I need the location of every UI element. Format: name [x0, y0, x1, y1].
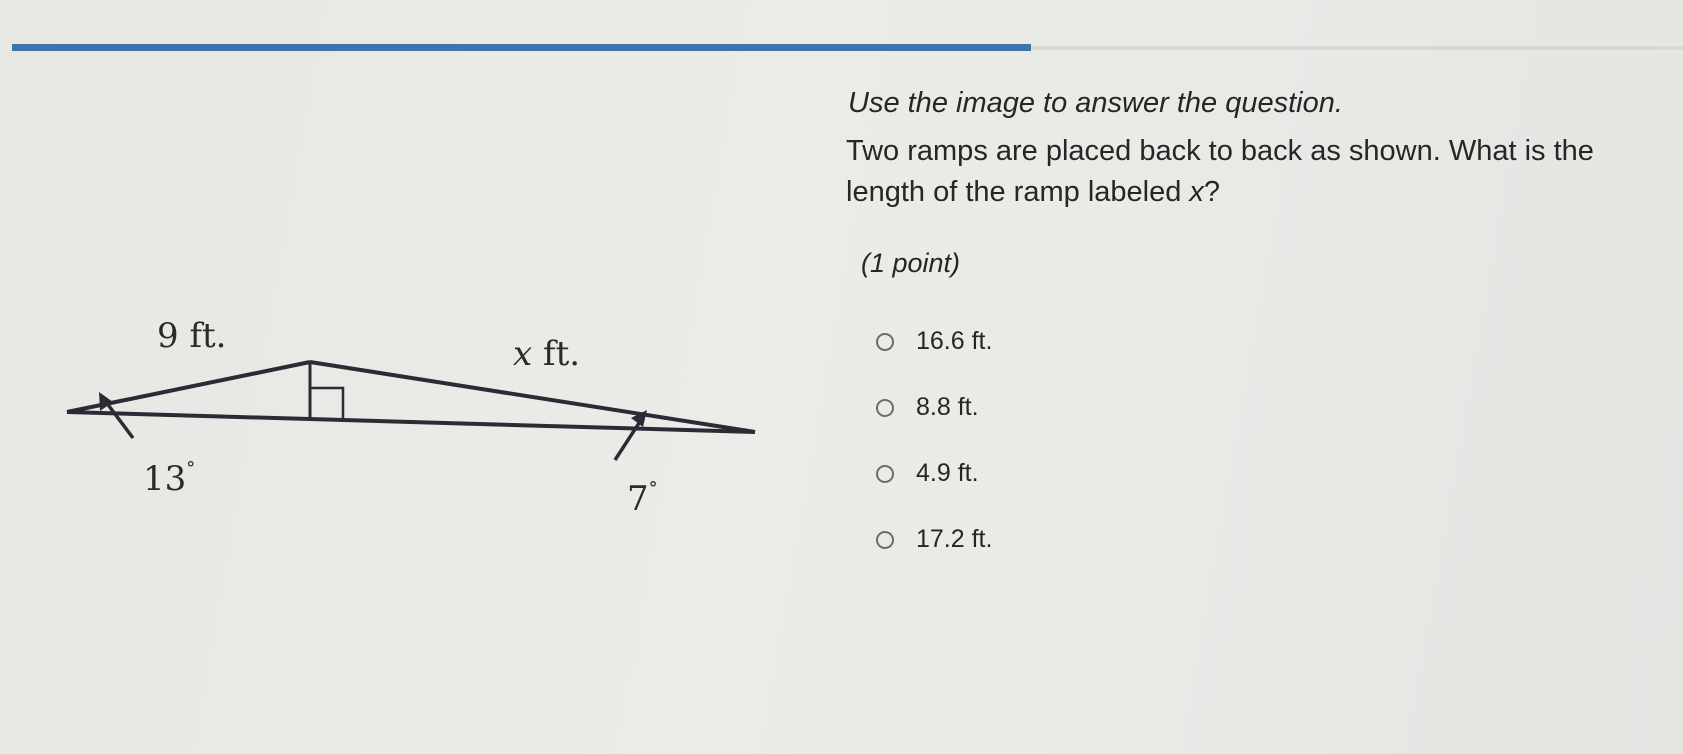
question-text-end: ?: [1203, 176, 1221, 208]
answer-option-3[interactable]: 4.9 ft.: [876, 459, 979, 488]
right-angle-arrow: [613, 410, 647, 461]
radio-button-icon[interactable]: [876, 464, 894, 483]
ramp-diagram: 9 ft. x ft. 13° 7°: [66, 316, 756, 519]
answer-option-2[interactable]: 8.8 ft.: [876, 393, 979, 422]
right-side-label-variable: x: [513, 334, 532, 374]
right-side-label: x ft.: [513, 334, 580, 374]
left-side-label: 9 ft.: [157, 316, 227, 356]
ground-line: [66, 410, 756, 434]
left-angle-degree: °: [186, 458, 195, 479]
question-text-start: Two ramps are placed back to back as sho…: [846, 135, 1594, 208]
answer-option-4[interactable]: 17.2 ft.: [876, 525, 992, 554]
answer-option-label: 16.6 ft.: [916, 327, 993, 355]
answer-option-1[interactable]: 16.6 ft.: [876, 327, 992, 356]
progress-bar-fill: [12, 44, 1032, 51]
radio-button-icon[interactable]: [876, 332, 894, 351]
answer-option-label: 4.9 ft.: [916, 459, 979, 487]
right-angle-value: 7: [627, 479, 649, 519]
right-angle-label: 7°: [627, 478, 658, 519]
right-angle-marker: [310, 386, 345, 420]
answer-option-label: 17.2 ft.: [916, 525, 993, 553]
right-side-label-unit: ft.: [532, 334, 580, 374]
question-variable: x: [1189, 176, 1204, 208]
right-angle-degree: °: [649, 478, 658, 499]
radio-button-icon[interactable]: [876, 530, 894, 549]
ramp-figure: 9 ft. x ft. 13° 7°: [55, 316, 775, 570]
question-text: Two ramps are placed back to back as sho…: [846, 131, 1606, 213]
left-angle-label: 13°: [143, 458, 195, 499]
answer-option-label: 8.8 ft.: [916, 393, 979, 421]
question-instruction: Use the image to answer the question.: [848, 87, 1343, 119]
right-ramp-line: [309, 360, 756, 434]
points-label: (1 point): [861, 248, 961, 278]
left-angle-arrow: [99, 392, 135, 440]
left-angle-value: 13: [143, 459, 186, 499]
progress-bar: [12, 44, 1683, 51]
radio-button-icon[interactable]: [876, 398, 894, 417]
